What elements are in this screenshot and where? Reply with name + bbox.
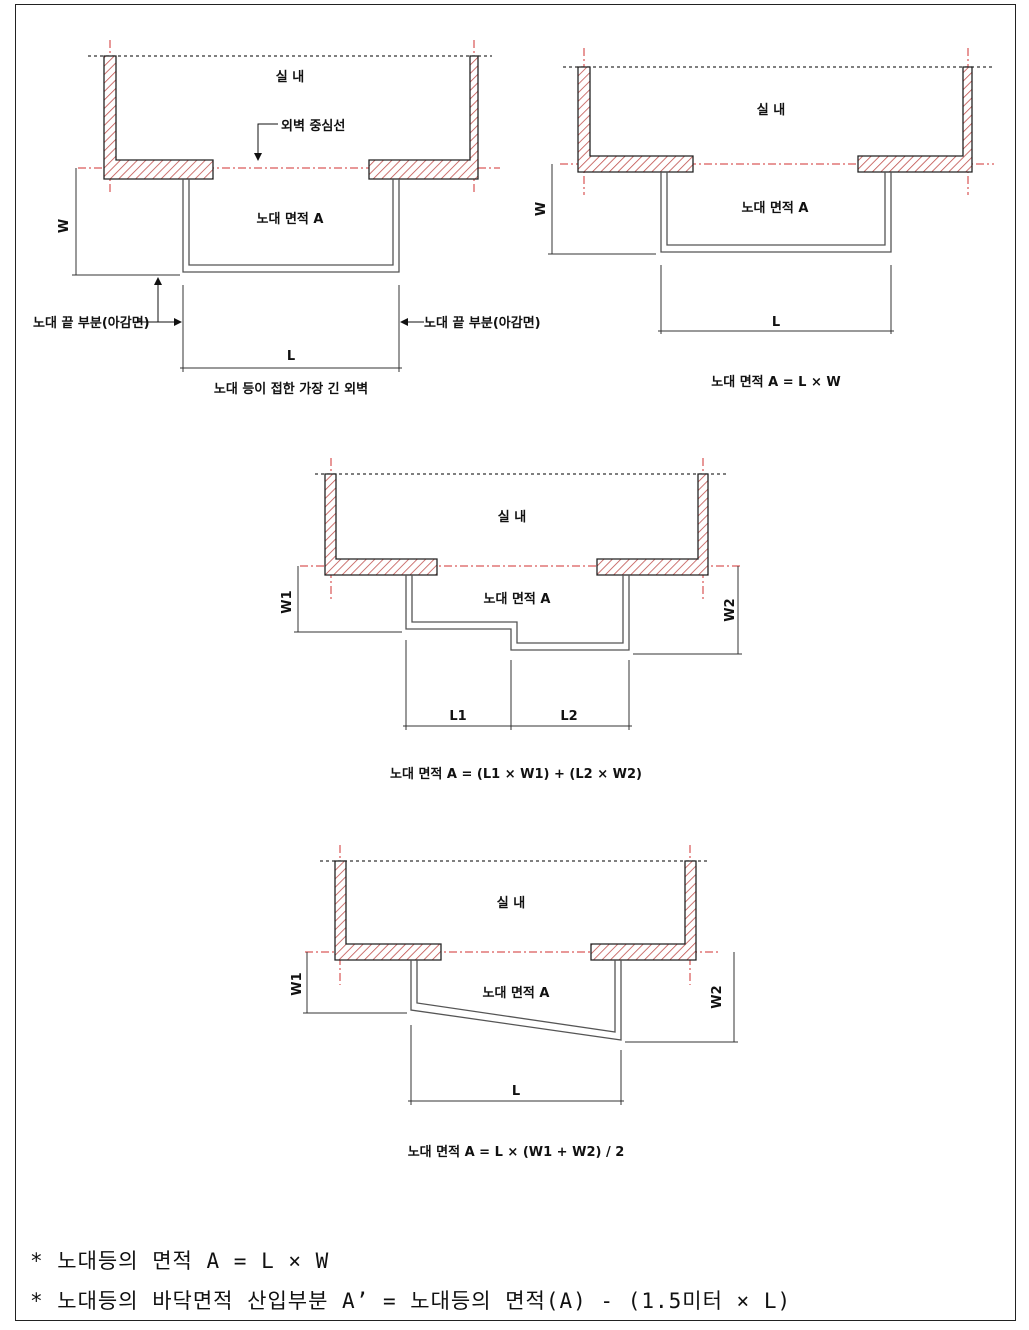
- indoor-label: 실 내: [757, 102, 785, 118]
- w2-label: W2: [710, 985, 725, 1008]
- wall-left: [324, 473, 438, 576]
- centerline-pointer: [254, 123, 278, 161]
- wall-right: [857, 66, 973, 173]
- formula: 노대 면적 A = L × (W1 + W2) / 2: [408, 1144, 625, 1160]
- wall-right: [590, 860, 697, 961]
- indoor-label: 실 내: [498, 509, 526, 525]
- edge-label-left: 노대 끝 부분(아감면): [33, 315, 150, 331]
- diagram-2: 실 내 노대 면적 A W L 노대 면적 A = L × W: [534, 48, 994, 390]
- balcony-outline-outer: [660, 172, 892, 253]
- wall-left: [334, 860, 442, 961]
- l-label: L: [287, 349, 295, 364]
- w-label: W: [57, 219, 72, 233]
- wall-left: [103, 55, 214, 180]
- diagram-3: 실 내 노대 면적 A W1 W2 L1 L2 노대 면적 A = (L1 × …: [280, 458, 742, 782]
- balcony-outline-outer: [182, 179, 400, 273]
- area-label: 노대 면적 A: [257, 211, 324, 227]
- area-label: 노대 면적 A: [483, 985, 550, 1001]
- wall-right: [596, 473, 709, 576]
- w2-label: W2: [723, 598, 738, 621]
- caption: 노대 등이 접한 가장 긴 외벽: [214, 381, 368, 397]
- diagram-4: 실 내 노대 면적 A W1 W2 L 노대 면적 A = L × (W1 + …: [290, 845, 738, 1160]
- w1-label: W1: [280, 590, 295, 613]
- w-label: W: [534, 202, 549, 216]
- wall-left: [577, 66, 694, 173]
- note-floor-area-formula: * 노대등의 바닥면적 산입부분 A’ = 노대등의 면적(A) - (1.5미…: [30, 1289, 792, 1313]
- area-label: 노대 면적 A: [484, 591, 551, 607]
- formula: 노대 면적 A = L × W: [711, 374, 840, 390]
- edge-label-right: 노대 끝 부분(아감면): [424, 315, 541, 331]
- l1-label: L1: [449, 709, 466, 724]
- indoor-label: 실 내: [276, 69, 304, 85]
- balcony-outline-inner: [416, 960, 616, 1033]
- w1-label: W1: [290, 972, 305, 995]
- l2-label: L2: [560, 709, 577, 724]
- balcony-outline-outer: [410, 960, 622, 1041]
- diagram-1: 실 내 외벽 중심선 노대 면적 A W 노대 끝 부분(아감면) 노대 끝 부…: [33, 40, 541, 397]
- balcony-outline-inner: [666, 172, 886, 246]
- balcony-outline-inner: [188, 179, 394, 266]
- l-label: L: [772, 315, 780, 330]
- centerline-label: 외벽 중심선: [281, 118, 345, 134]
- note-area-formula: * 노대등의 면적 A = L × W: [30, 1249, 330, 1273]
- indoor-label: 실 내: [497, 895, 525, 911]
- formula: 노대 면적 A = (L1 × W1) + (L2 × W2): [390, 766, 642, 782]
- area-label: 노대 면적 A: [742, 200, 809, 216]
- balcony-outline-inner: [411, 575, 624, 644]
- figure-frame: [15, 4, 1016, 1321]
- l-label: L: [512, 1084, 520, 1099]
- wall-right: [368, 55, 479, 180]
- balcony-outline-outer: [405, 575, 630, 651]
